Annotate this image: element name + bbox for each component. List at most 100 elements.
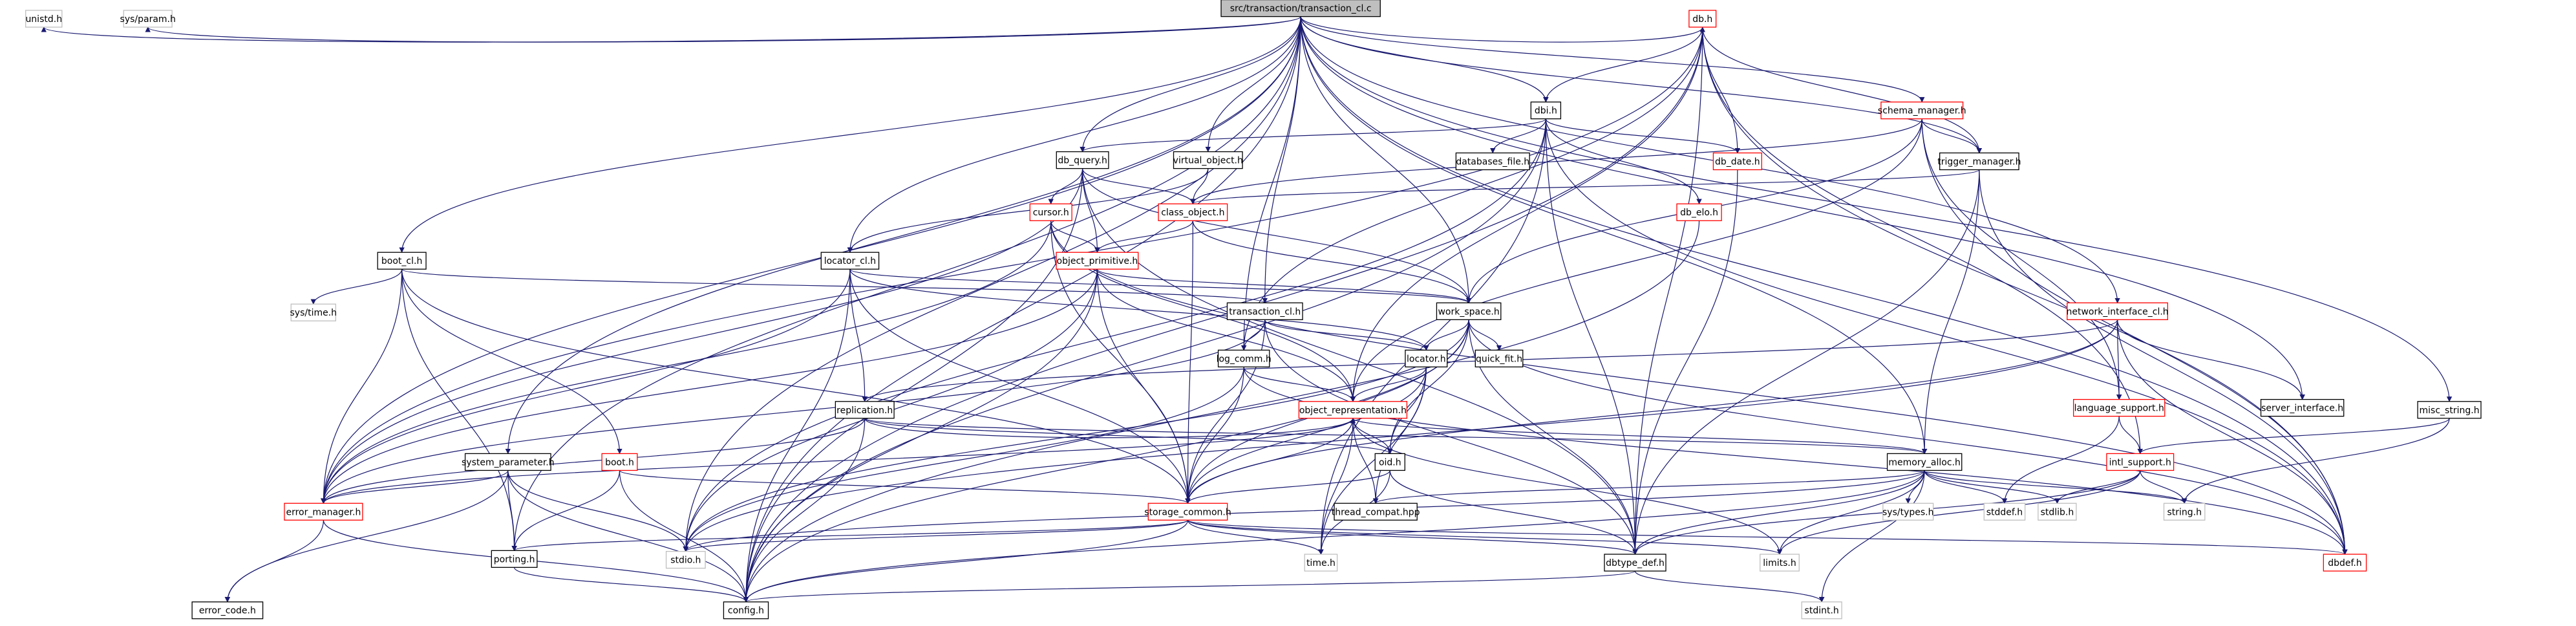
edge-dbih-to-timeh: [1318, 118, 1546, 555]
node-box: [1304, 554, 1338, 572]
node-label: error_manager.h: [286, 507, 361, 517]
edge-transcl-to-storage: [1185, 319, 1266, 504]
node-box: [377, 252, 427, 270]
edge-root-to-unistd: [41, 16, 1301, 43]
edge-schema-to-dbdef: [1921, 118, 2348, 555]
node-box: [191, 601, 264, 620]
node-porting[interactable]: porting.h: [491, 550, 538, 568]
node-serverif[interactable]: server_interface.h: [2260, 398, 2345, 417]
edge-logcomm-to-objrep: [1243, 367, 1356, 402]
node-quickfit[interactable]: quick_fit.h: [1474, 349, 1524, 368]
edge-dbih-to-dbdate: [1545, 118, 1740, 154]
edge-dbdate-to-dbtype: [1632, 169, 1738, 555]
node-objrep[interactable]: object_representation.h: [1298, 401, 1408, 419]
node-classobj[interactable]: class_object.h: [1158, 203, 1228, 221]
edge-root-to-trigger: [1300, 16, 1982, 154]
edge-bootcl-to-booth: [401, 269, 623, 455]
node-workspace[interactable]: work_space.h: [1436, 302, 1502, 320]
node-oid[interactable]: oid.h: [1374, 453, 1405, 471]
node-box: [1801, 601, 1842, 620]
edge-dbquery-to-dbtype: [1082, 168, 1638, 555]
edge-virtobj-to-classobj: [1190, 168, 1209, 205]
node-label: work_space.h: [1438, 307, 1499, 317]
node-threadcompat[interactable]: thread_compat.hpp: [1332, 502, 1420, 521]
node-bootcl[interactable]: boot_cl.h: [377, 252, 427, 270]
node-box: [1405, 349, 1448, 368]
node-label: src/transaction/transaction_cl.c: [1230, 4, 1372, 14]
node-box: [491, 550, 538, 568]
node-booth[interactable]: boot.h: [601, 453, 638, 471]
edge-transcl-to-locator: [1264, 319, 1429, 351]
edge-dbquery-to-errmgr: [321, 168, 1083, 504]
node-root[interactable]: src/transaction/transaction_cl.c: [1220, 0, 1381, 17]
node-config[interactable]: config.h: [723, 601, 769, 620]
edge-sysparamh-to-porting: [507, 470, 517, 552]
node-memalloc[interactable]: memory_alloc.h: [1886, 453, 1963, 471]
edge-storage-to-porting: [511, 519, 1189, 552]
node-box: [1158, 203, 1228, 221]
edge-dbh-to-dbdef: [1702, 27, 2348, 555]
node-dbih[interactable]: dbi.h: [1530, 102, 1562, 120]
node-locatorcl[interactable]: locator_cl.h: [820, 252, 880, 270]
node-dbdef[interactable]: dbdef.h: [2323, 554, 2367, 572]
edge-langsup-to-stddef: [2001, 416, 2120, 504]
node-schema[interactable]: schema_manager.h: [1878, 102, 1966, 120]
node-dbtype[interactable]: dbtype_def.h: [1604, 554, 1666, 572]
edge-intlsup-to-stringh: [2140, 470, 2187, 504]
edge-objprim-to-workspace: [1096, 268, 1472, 304]
edge-objprim-to-objrep: [1096, 269, 1356, 402]
node-sysparamh[interactable]: system_parameter.h: [462, 453, 555, 471]
node-timeh: time.h: [1304, 554, 1338, 572]
node-cursor[interactable]: cursor.h: [1029, 203, 1072, 221]
node-label: string.h: [2167, 507, 2202, 517]
node-logcomm[interactable]: log_comm.h: [1217, 349, 1272, 368]
node-intlsup[interactable]: intl_support.h: [2106, 453, 2175, 471]
node-dbelo[interactable]: db_elo.h: [1676, 203, 1722, 221]
node-label: time.h: [1306, 558, 1336, 568]
node-dbfile[interactable]: databases_file.h: [1455, 152, 1530, 171]
node-label: object_representation.h: [1299, 405, 1407, 416]
edge-root-to-schema: [1300, 16, 1925, 103]
edge-replication-to-config: [743, 418, 866, 603]
node-box: [1220, 0, 1381, 17]
node-transcl[interactable]: transaction_cl.h: [1226, 302, 1303, 320]
node-label: oid.h: [1379, 457, 1401, 468]
node-objprim[interactable]: object_primitive.h: [1056, 252, 1139, 270]
edge-sysparamh-to-config: [507, 470, 749, 603]
node-miscstr[interactable]: misc_string.h: [2417, 401, 2482, 419]
node-langsup[interactable]: language_support.h: [2072, 398, 2166, 417]
node-label: sys/types.h: [1882, 507, 1933, 517]
node-netif[interactable]: network_interface_cl.h: [2066, 302, 2169, 320]
node-dbh[interactable]: db.h: [1688, 10, 1717, 28]
node-virtobj[interactable]: virtual_object.h: [1173, 151, 1243, 169]
edge-replication-to-oid: [864, 418, 1393, 455]
edge-booth-to-storage: [619, 470, 1191, 504]
node-label: error_code.h: [199, 606, 256, 616]
node-label: db.h: [1692, 14, 1712, 25]
node-box: [1474, 349, 1524, 368]
node-box: [1886, 453, 1963, 471]
node-replication[interactable]: replication.h: [835, 401, 895, 419]
node-trigger[interactable]: trigger_manager.h: [1937, 152, 2021, 171]
edge-objrep-to-memalloc: [1352, 418, 1928, 455]
edge-dbtype-to-stdint: [1634, 570, 1825, 603]
edge-trigger-to-dbdef: [1979, 169, 2348, 555]
edge-dbih-to-dbfile: [1490, 118, 1546, 154]
node-locator[interactable]: locator.h: [1405, 349, 1448, 368]
edge-trigger-to-classobj: [1190, 169, 1980, 205]
node-box: [1029, 203, 1072, 221]
edge-memalloc-to-stdlib: [1924, 470, 2060, 504]
node-errmgr[interactable]: error_manager.h: [284, 502, 363, 521]
node-box: [2323, 554, 2367, 572]
node-box: [1760, 554, 1800, 572]
node-storage[interactable]: storage_common.h: [1144, 502, 1231, 521]
node-box: [1226, 302, 1303, 320]
edge-booth-to-porting: [511, 470, 621, 552]
node-errcode[interactable]: error_code.h: [191, 601, 264, 620]
node-dbquery[interactable]: db_query.h: [1056, 151, 1109, 169]
node-box: [835, 401, 895, 419]
node-box: [284, 502, 363, 521]
edge-root-to-sysparamh: [505, 16, 1301, 455]
node-dbdate[interactable]: db_date.h: [1712, 152, 1762, 171]
edge-storage-to-limits: [1187, 519, 1782, 555]
